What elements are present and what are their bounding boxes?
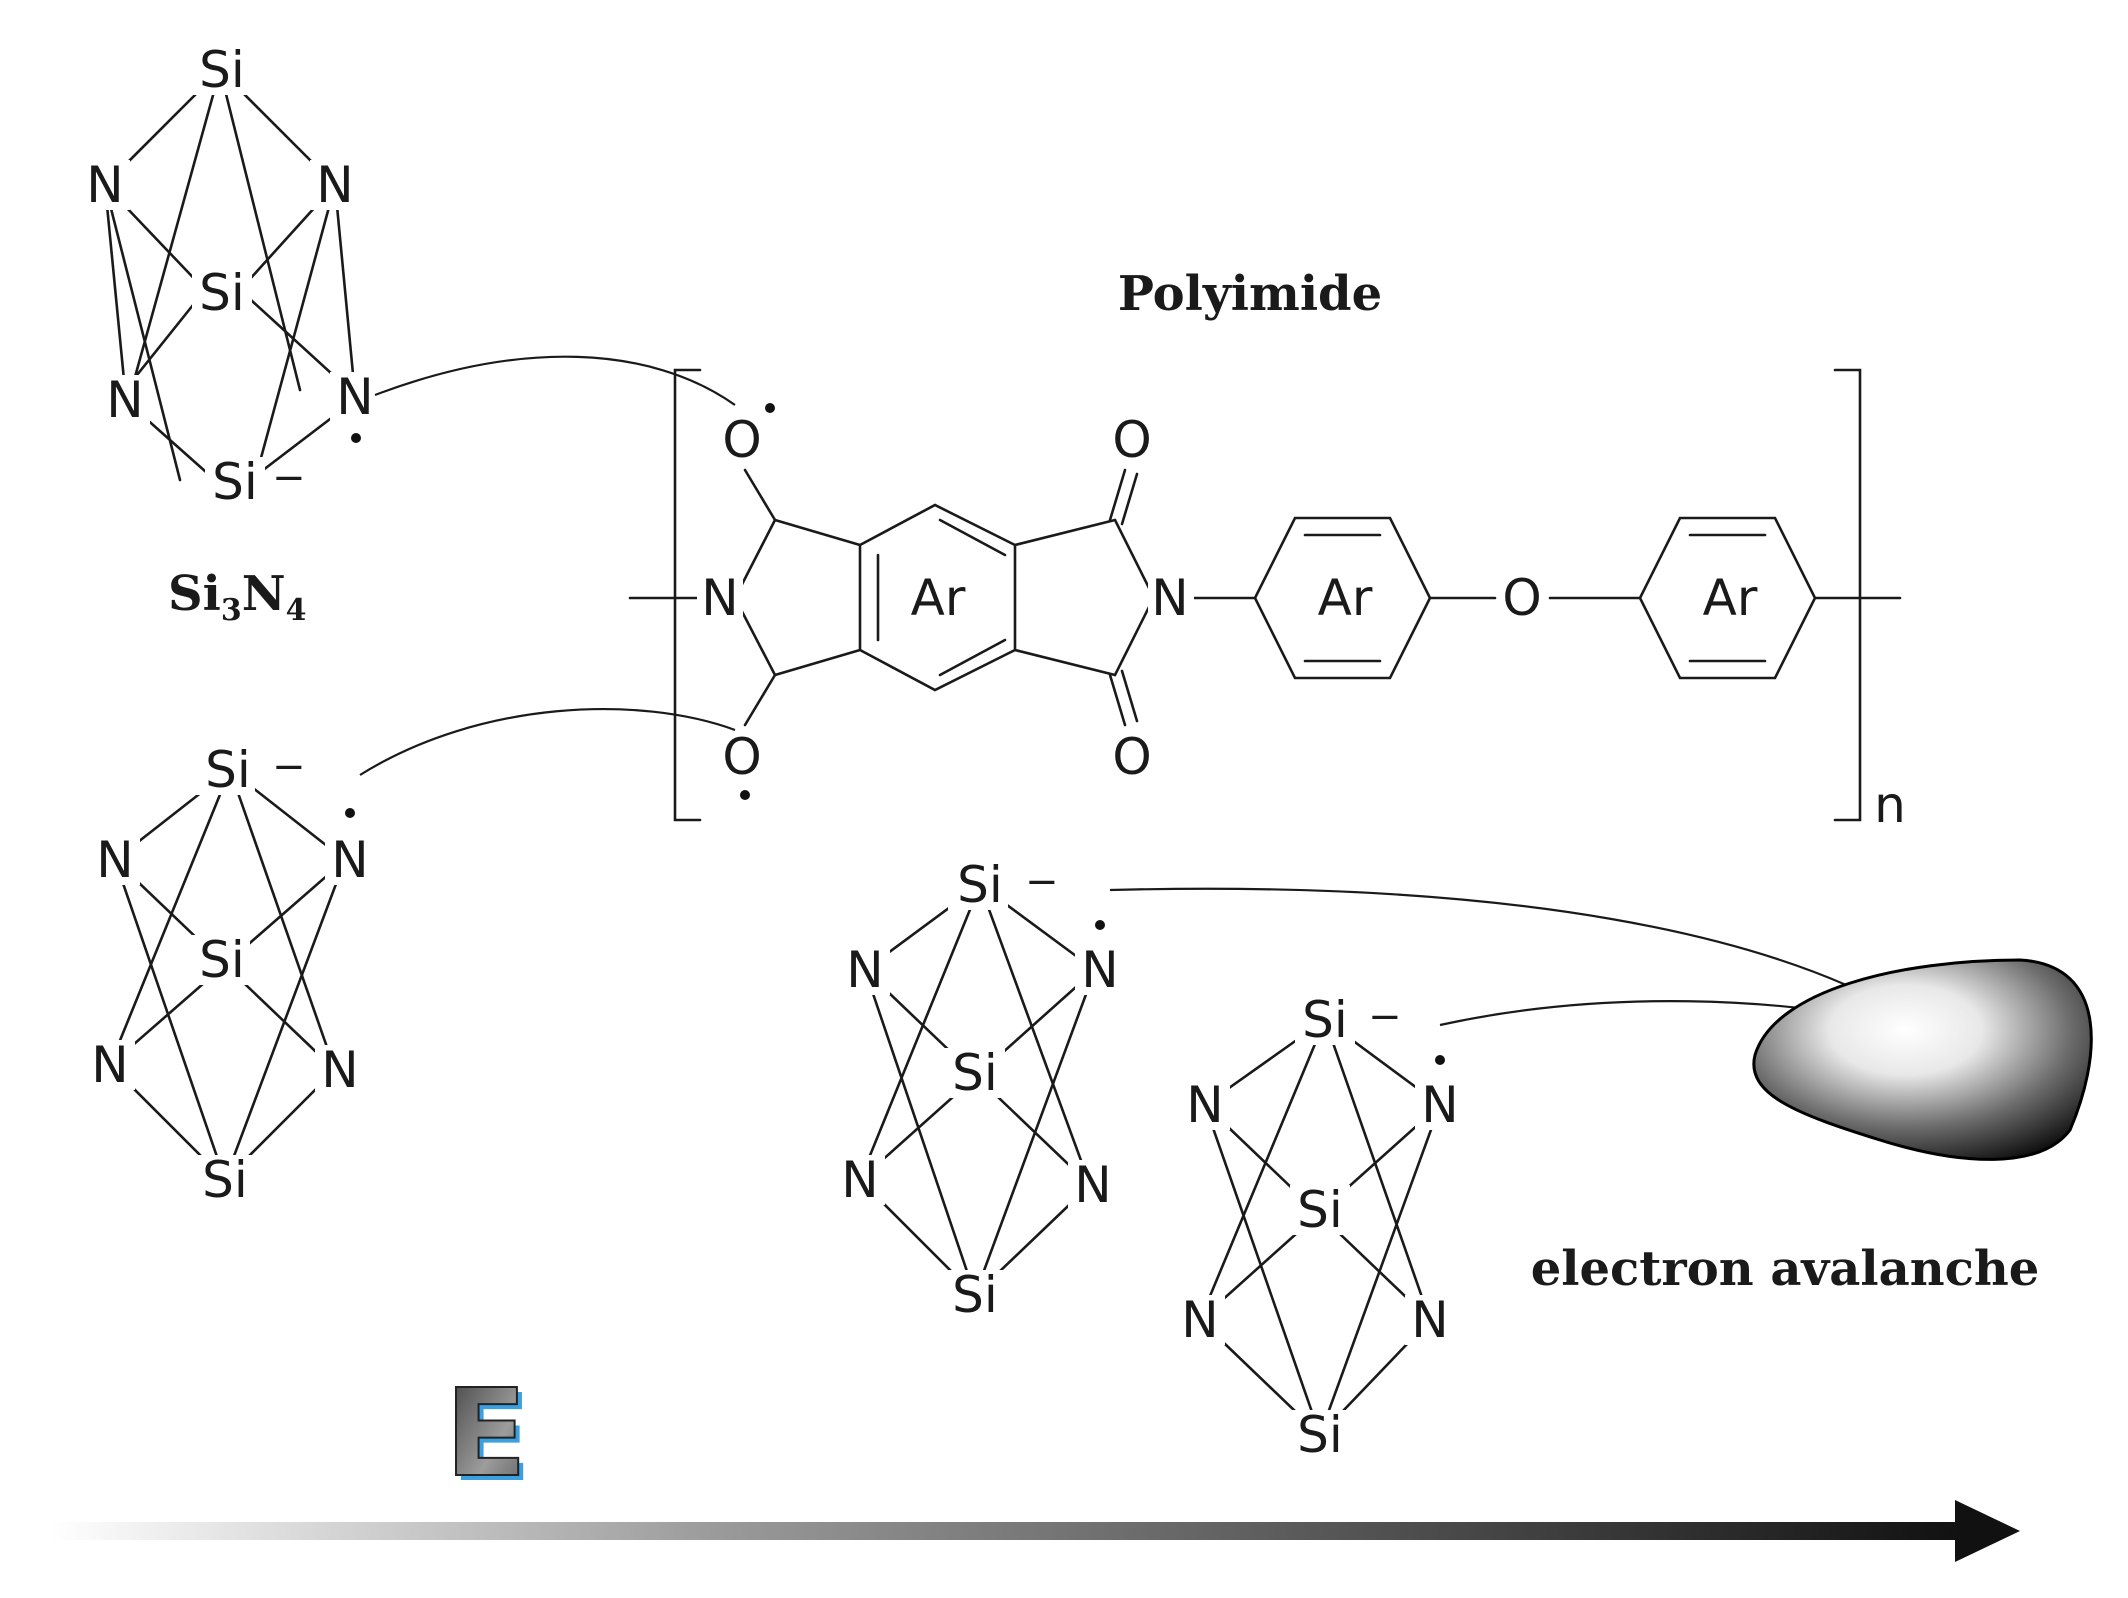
- polyimide-structure: n Ar Ar: [628, 368, 1906, 834]
- si-atom: Si: [957, 856, 1003, 914]
- imide-n-atom: N: [1151, 569, 1188, 627]
- electron-cloud-icon: [1752, 958, 2093, 1161]
- si-atom: Si: [952, 1044, 998, 1102]
- radical-dot: [765, 403, 775, 413]
- n-radical-atom: N: [336, 368, 373, 426]
- field-arrow-shaft: [50, 1522, 1960, 1540]
- n-atom: N: [86, 156, 123, 214]
- radical-dot: [345, 808, 355, 818]
- left-bracket: [673, 368, 702, 822]
- imide-n-atom: N: [701, 569, 738, 627]
- right-bracket: [1833, 368, 1862, 822]
- n-atom: N: [96, 831, 133, 889]
- si3n4-cluster-left: Si − N N Si N N Si: [85, 741, 375, 1209]
- n-atom: N: [316, 156, 353, 214]
- radical-dot: [351, 433, 361, 443]
- si3n4-cluster-right: Si − N N Si N N Si: [1175, 991, 1465, 1464]
- oxygen-radical: O: [722, 411, 761, 469]
- n-atom: N: [91, 1036, 128, 1094]
- aryl-label: Ar: [1318, 569, 1373, 627]
- interaction-curve-bottom: [359, 707, 736, 776]
- n-atom: N: [1411, 1291, 1448, 1349]
- si-atom: Si: [199, 41, 245, 99]
- ether-oxygen: O: [1502, 569, 1541, 627]
- si-atom: Si: [199, 264, 245, 322]
- carbonyl-oxygen: O: [1112, 411, 1151, 469]
- si3n4-cluster-top: Si N N Si N N Si −: [80, 41, 380, 511]
- polyimide-title: Polyimide: [1118, 266, 1382, 322]
- si-atom: Si: [199, 931, 245, 989]
- si-atom: Si: [212, 453, 258, 511]
- si-atom: Si: [1297, 1406, 1343, 1464]
- si-atom: Si: [952, 1266, 998, 1324]
- field-symbol-shadow: E: [450, 1370, 532, 1509]
- repeat-index: n: [1874, 776, 1906, 834]
- negative-charge: −: [1025, 859, 1059, 905]
- electron-avalanche-label: electron avalanche: [1531, 1241, 2040, 1297]
- right-arrow-icon: [1955, 1500, 2020, 1562]
- si-atom: Si: [205, 741, 251, 799]
- aryl-label: Ar: [911, 569, 966, 627]
- interaction-curve-top: [374, 355, 736, 406]
- n-atom: N: [846, 941, 883, 999]
- negative-charge: −: [1368, 994, 1402, 1040]
- aryl-label: Ar: [1703, 569, 1758, 627]
- n-atom: N: [1186, 1076, 1223, 1134]
- radical-dot: [740, 790, 750, 800]
- si-atom: Si: [202, 1151, 248, 1209]
- si3n4-cluster-center: Si − N N Si N N Si: [835, 856, 1125, 1324]
- n-radical-atom: N: [331, 831, 368, 889]
- radical-dot: [1095, 920, 1105, 930]
- carbonyl-oxygen: O: [1112, 728, 1151, 786]
- n-atom: N: [1181, 1291, 1218, 1349]
- negative-charge: −: [272, 455, 306, 501]
- electric-field-symbol: E: [445, 1365, 527, 1504]
- si-atom: Si: [1302, 991, 1348, 1049]
- n-radical-atom: N: [1081, 941, 1118, 999]
- n-atom: N: [106, 371, 143, 429]
- radical-dot: [1435, 1055, 1445, 1065]
- n-atom: N: [1074, 1156, 1111, 1214]
- si3n4-label: Si3N4: [168, 566, 307, 628]
- negative-charge: −: [272, 744, 306, 790]
- si-atom: Si: [1297, 1181, 1343, 1239]
- n-radical-atom: N: [1421, 1076, 1458, 1134]
- n-atom: N: [321, 1041, 358, 1099]
- n-atom: N: [841, 1151, 878, 1209]
- oxygen-radical: O: [722, 728, 761, 786]
